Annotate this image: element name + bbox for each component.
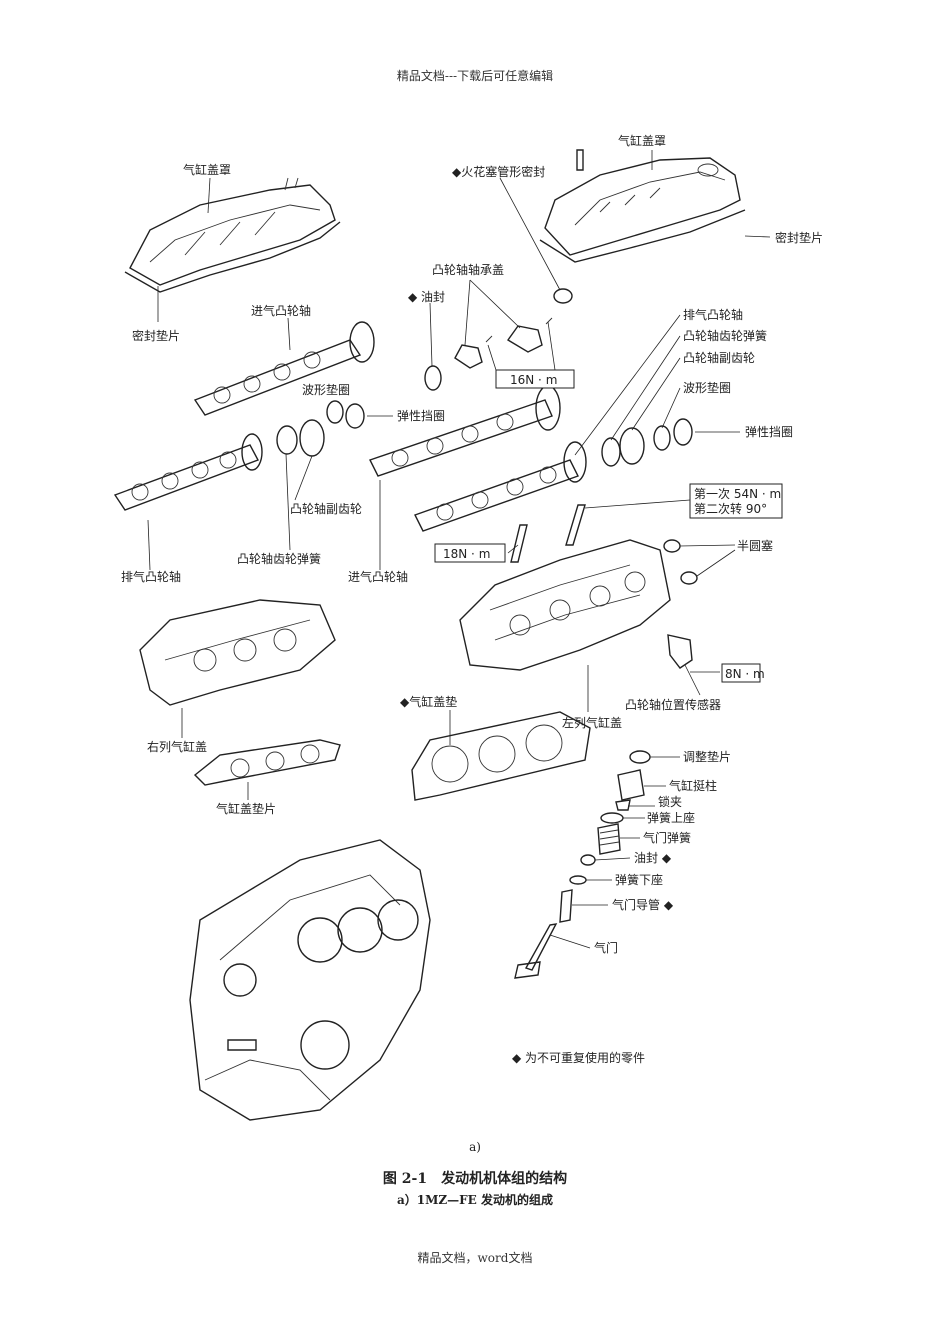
right-cylinder-head-cover <box>539 149 746 263</box>
label-torque-54-line1: 第一次 54N · m <box>694 487 781 501</box>
torque-8-box <box>721 663 761 683</box>
page-header: 精品文档---下载后可任意编辑 <box>396 69 554 83</box>
engine-block <box>189 839 431 1121</box>
label-left-head: 左列气缸盖 <box>562 715 622 730</box>
label-cover-right: 气缸盖罩 <box>618 133 666 148</box>
left-exhaust-camshaft <box>113 419 325 511</box>
half-round-plug-2 <box>680 571 698 585</box>
label-valve-spring: 气门弹簧 <box>643 830 691 845</box>
label-torque-8: 8N · m <box>725 667 765 681</box>
label-half-plug: 半圆塞 <box>737 538 773 553</box>
center-head-gasket <box>411 711 591 801</box>
label-spring-retainer: 弹簧上座 <box>647 810 695 825</box>
label-head-gasket-center: ◆气缸盖垫 <box>400 694 457 709</box>
cam-position-sensor <box>667 634 693 669</box>
label-intake-cam-left: 进气凸轮轴 <box>251 303 311 318</box>
snap-ring-left <box>345 403 365 429</box>
bolt-54nm <box>565 504 586 546</box>
label-lifter: 气缸挺柱 <box>669 778 717 793</box>
label-cam-gear-spring-left: 凸轮轴齿轮弹簧 <box>237 551 321 566</box>
cam-sub-gear-right <box>619 427 645 465</box>
torque-18-box <box>434 543 506 563</box>
label-cover-left: 气缸盖罩 <box>183 162 231 177</box>
right-exhaust-camshaft <box>414 441 587 532</box>
figure-title: 图 2-1 发动机机体组的结构 <box>382 1171 568 1187</box>
left-bank-cylinder-head <box>459 539 671 671</box>
label-wave-washer-left: 波形垫圈 <box>302 382 350 397</box>
figure-sub-label: a) <box>469 1140 481 1154</box>
left-intake-camshaft <box>193 321 375 416</box>
torque-16-box <box>495 369 575 389</box>
label-plug-seal: ◆火花塞管形密封 <box>452 164 545 179</box>
label-torque-54-line2: 第二次转 90° <box>694 501 767 516</box>
label-cam-cap: 凸轮轴轴承盖 <box>432 262 504 277</box>
label-valve-guide: 气门导管 ◆ <box>612 897 674 912</box>
label-cam-sub-gear-left: 凸轮轴副齿轮 <box>290 501 362 516</box>
half-round-plug-1 <box>663 539 681 553</box>
label-valve-oil-seal: 油封 ◆ <box>634 851 672 865</box>
label-gasket-right: 密封垫片 <box>775 230 823 245</box>
wave-washer-right <box>653 425 671 451</box>
left-head-gasket <box>193 739 341 786</box>
label-wave-washer-right: 波形垫圈 <box>683 380 731 395</box>
label-cam-sensor: 凸轮轴位置传感器 <box>625 697 721 712</box>
label-exhaust-cam-right: 排气凸轮轴 <box>683 307 743 322</box>
label-snap-ring-right: 弹性挡圈 <box>745 425 793 439</box>
label-keeper: 锁夹 <box>658 794 682 809</box>
label-head-gasket-left: 气缸盖垫片 <box>216 801 276 816</box>
label-oil-seal-top: ◆ 油封 <box>408 290 445 304</box>
label-exhaust-cam-left: 排气凸轮轴 <box>121 569 181 584</box>
label-spring-seat: 弹簧下座 <box>615 872 663 887</box>
snap-ring-right <box>673 418 693 446</box>
camshaft-bearing-cap <box>454 317 553 369</box>
cam-gear-spring-right <box>601 437 621 467</box>
right-bank-cylinder-head <box>139 599 336 706</box>
bolt-18nm <box>510 524 528 563</box>
valve-train-stack <box>514 750 651 979</box>
left-cylinder-head-cover <box>124 177 341 293</box>
label-torque-16: 16N · m <box>510 373 557 387</box>
oil-seal-top <box>424 365 442 391</box>
label-torque-18: 18N · m <box>443 547 490 561</box>
label-cam-sub-gear-right: 凸轮轴副齿轮 <box>683 350 755 365</box>
label-shim: 调整垫片 <box>683 749 731 764</box>
center-intake-camshaft <box>369 385 561 477</box>
wave-washer-left <box>326 400 344 424</box>
label-cam-gear-spring-right: 凸轮轴齿轮弹簧 <box>683 328 767 343</box>
figure-subtitle: a）1MZ—FE 发动机的组成 <box>396 1193 553 1207</box>
page-footer: 精品文档，word文档 <box>417 1251 533 1265</box>
spark-plug-seal <box>553 288 573 304</box>
torque-54-box <box>689 483 783 519</box>
label-right-head: 右列气缸盖 <box>147 739 207 754</box>
label-legend: ◆ 为不可重复使用的零件 <box>512 1050 645 1065</box>
label-valve: 气门 <box>594 940 618 955</box>
label-intake-cam-center: 进气凸轮轴 <box>348 569 408 584</box>
label-gasket-left: 密封垫片 <box>132 328 180 343</box>
label-snap-ring-left: 弹性挡圈 <box>397 409 445 423</box>
